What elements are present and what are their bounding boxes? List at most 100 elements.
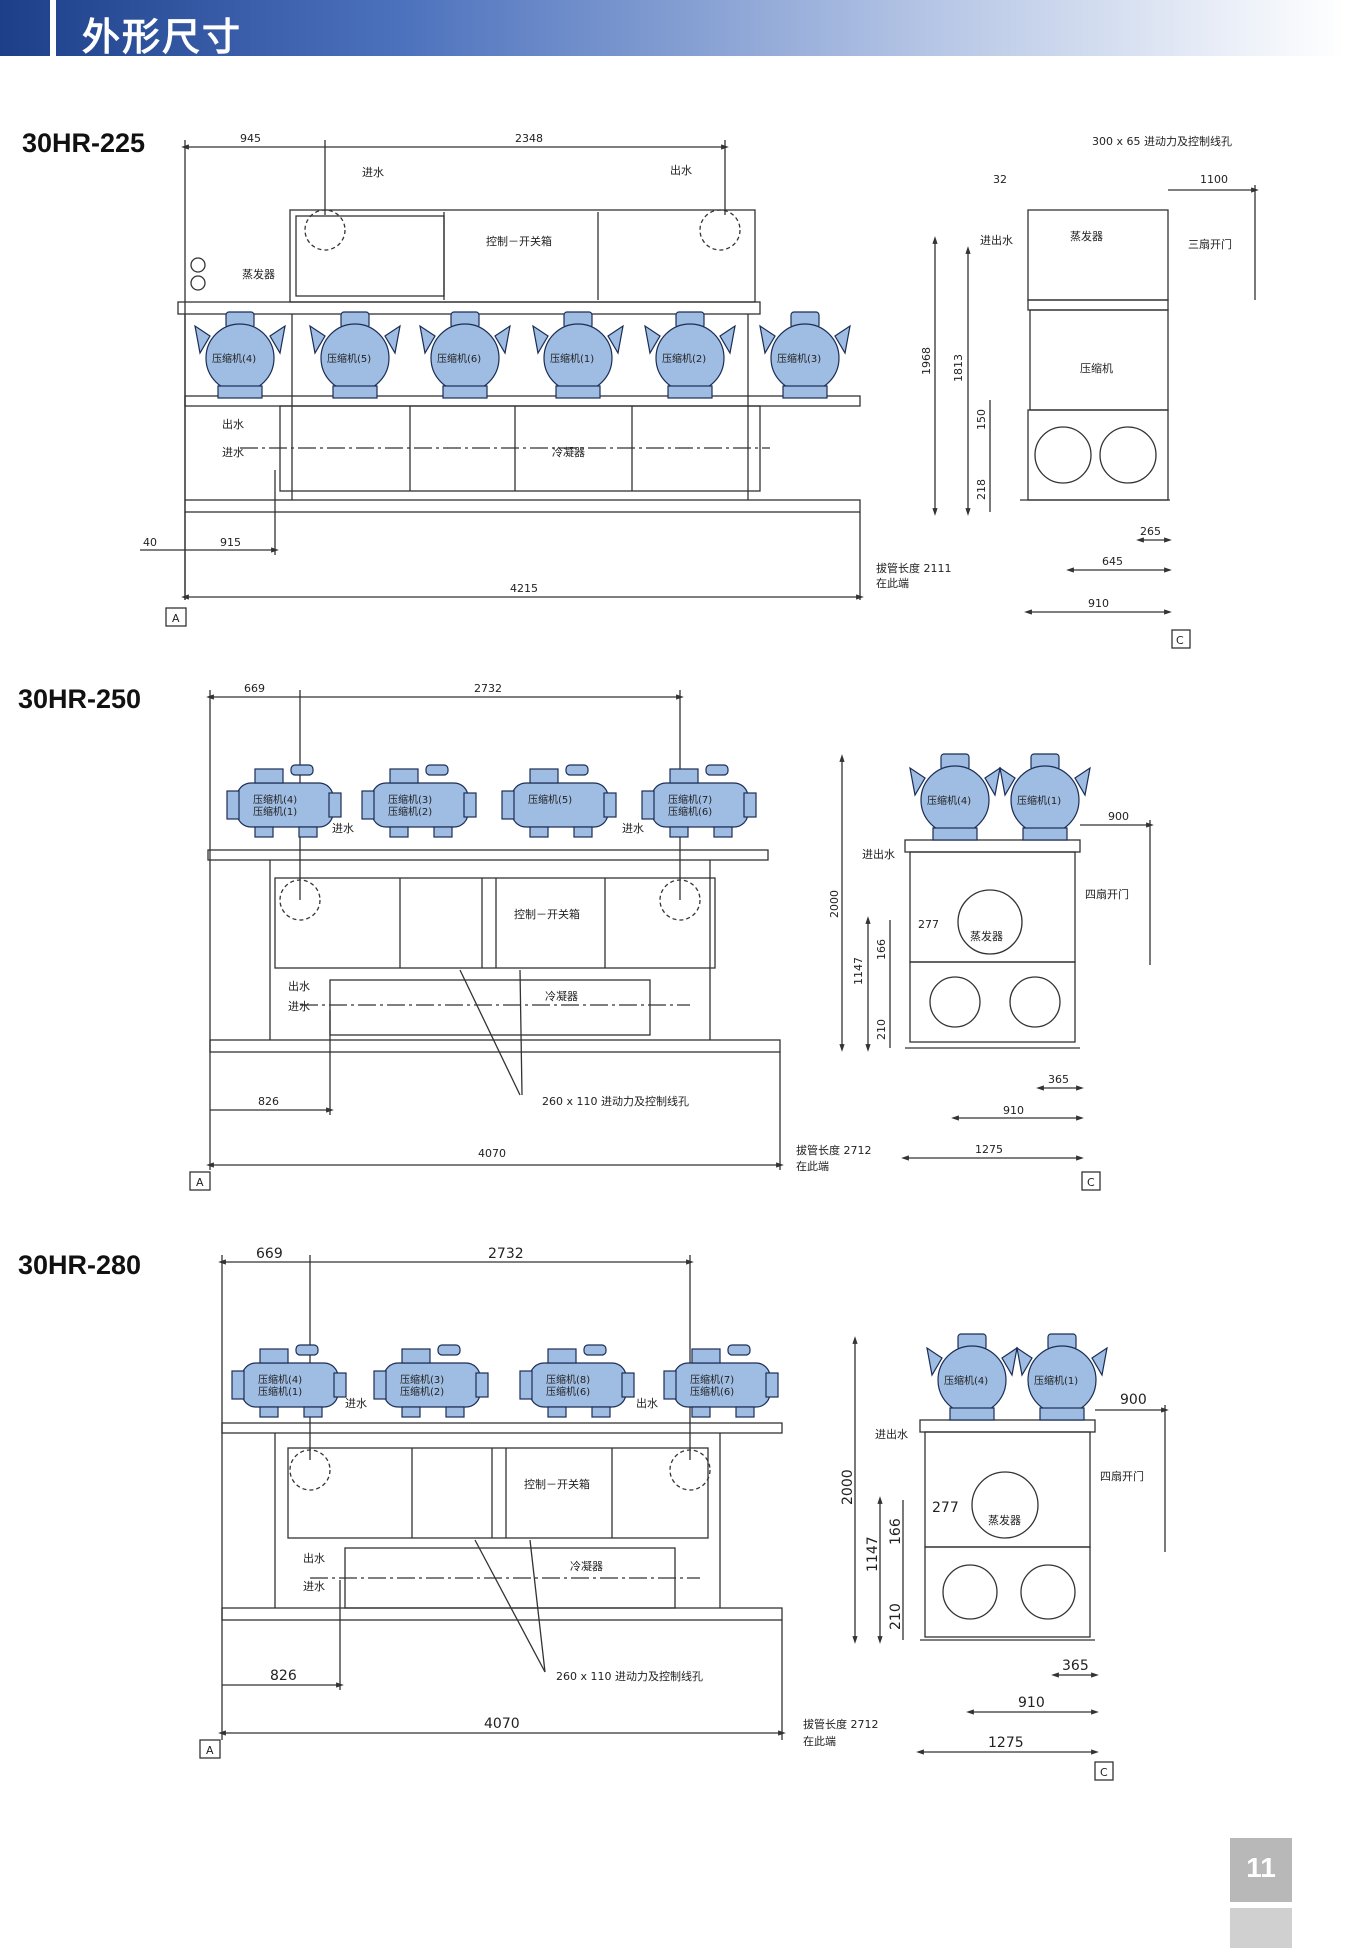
compressor-label: 压缩机(6) — [546, 1385, 590, 1398]
side-view-30hr-250 — [839, 754, 1154, 1191]
compressor-label: 压缩机(7) — [668, 793, 712, 806]
compressors-30hr-280: 压缩机(4)压缩机(1)压缩机(3)压缩机(2)压缩机(8)压缩机(6)压缩机(… — [231, 1344, 779, 1418]
compressor-label: 压缩机(5) — [528, 793, 572, 806]
dim-2000: 2000 — [828, 890, 841, 918]
model-title-30hr-250: 30HR-250 — [18, 684, 142, 714]
compressor-label: 压缩机(6) — [690, 1385, 734, 1398]
dim-669: 669 — [244, 682, 265, 695]
label-evaporator: 蒸发器 — [242, 267, 275, 281]
dim-2732: 2732 — [474, 682, 502, 695]
label-control-box-280: 控制－开关箱 — [524, 1477, 590, 1491]
label-inlet2-250: 进水 — [288, 1000, 310, 1013]
dim-166-280: 166 — [888, 1518, 904, 1545]
compressor-label: 压缩机(8) — [546, 1373, 590, 1386]
compressor-label: 压缩机(4) — [212, 352, 256, 365]
model-title-30hr-225: 30HR-225 — [22, 128, 146, 158]
dim-1147: 1147 — [852, 957, 865, 985]
label-outlet: 出水 — [670, 163, 692, 177]
dim-210: 210 — [875, 1019, 888, 1040]
dim-277: 277 — [918, 918, 939, 931]
front-view-30hr-250 — [189, 690, 784, 1191]
dim-1275-280: 1275 — [988, 1735, 1024, 1751]
compressor-label: 压缩机(1) — [253, 805, 297, 818]
compressor-unit: 压缩机(2) — [644, 311, 736, 399]
dim-669-280: 669 — [256, 1246, 283, 1262]
label-tube-pull-280: 拔管长度 2712 — [803, 1717, 879, 1731]
dim-40: 40 — [143, 536, 157, 549]
label-compressor-side: 压缩机 — [1080, 361, 1113, 375]
dim-2000-280: 2000 — [840, 1469, 856, 1505]
view-marker-a-280: A — [206, 1744, 214, 1757]
side-view-30hr-225 — [932, 185, 1259, 649]
label-inlet: 进水 — [362, 166, 384, 179]
dim-32: 32 — [993, 173, 1007, 186]
label-tube-end: 在此端 — [876, 577, 909, 590]
dim-1147-280: 1147 — [865, 1536, 881, 1572]
header-bar — [0, 0, 1345, 56]
dim-1813: 1813 — [952, 354, 965, 382]
compressor-label: 压缩机(4) — [253, 793, 297, 806]
dim-1275: 1275 — [975, 1143, 1003, 1156]
compressor-unit: 压缩机(4) — [194, 311, 286, 399]
compressor-label: 压缩机(1) — [550, 352, 594, 365]
dim-166: 166 — [875, 939, 888, 960]
label-inlet-a-280: 进水 — [345, 1397, 367, 1410]
label-inlet-a: 进水 — [332, 822, 354, 835]
compressor-unit: 压缩机(4)压缩机(1) — [226, 764, 342, 838]
compressor-unit: 压缩机(1) — [999, 753, 1091, 841]
side-view-30hr-280 — [852, 1336, 1169, 1781]
dim-4070: 4070 — [478, 1147, 506, 1160]
compressor-unit: 压缩机(3) — [759, 311, 851, 399]
compressors-30hr-250: 压缩机(4)压缩机(1)压缩机(3)压缩机(2)压缩机(5)压缩机(7)压缩机(… — [226, 764, 757, 838]
label-control-box: 控制－开关箱 — [486, 234, 552, 248]
dim-2348: 2348 — [515, 132, 543, 145]
dim-218: 218 — [975, 479, 988, 500]
compressor-label: 压缩机(1) — [1034, 1374, 1078, 1387]
page-number-box — [1230, 1838, 1292, 1902]
side-labels-30hr-225: 300 x 65 进动力及控制线孔 32 1100 进出水 蒸发器 三扇开门 压… — [920, 134, 1232, 647]
label-wire-hole-280: 260 x 110 进动力及控制线孔 — [556, 1669, 703, 1683]
compressor-label: 压缩机(1) — [1017, 794, 1061, 807]
compressor-label: 压缩机(4) — [944, 1374, 988, 1387]
compressor-label: 压缩机(3) — [388, 793, 432, 806]
compressor-unit: 压缩机(1) — [532, 311, 624, 399]
view-marker-c-280: C — [1100, 1766, 1108, 1779]
compressors-30hr-225: 压缩机(4)压缩机(5)压缩机(6)压缩机(1)压缩机(2)压缩机(3) — [194, 311, 851, 399]
dim-900: 900 — [1108, 810, 1129, 823]
compressor-unit: 压缩机(1) — [1016, 1333, 1108, 1421]
label-wire-hole-250: 260 x 110 进动力及控制线孔 — [542, 1094, 689, 1108]
dim-945: 945 — [240, 132, 261, 145]
dim-4070-280: 4070 — [484, 1716, 520, 1732]
side-labels-30hr-280: 900 进出水 四扇开门 277 蒸发器 2000 1147 166 210 3… — [840, 1392, 1147, 1779]
label-three-doors: 三扇开门 — [1188, 237, 1232, 251]
front-labels-30hr-280: 669 2732 进水 出水 控制－开关箱 出水 进水 冷凝器 826 260 … — [206, 1246, 879, 1757]
dim-826: 826 — [258, 1095, 279, 1108]
compressor-unit: 压缩机(8)压缩机(6) — [519, 1344, 635, 1418]
dim-915: 915 — [220, 536, 241, 549]
dim-645: 645 — [1102, 555, 1123, 568]
page-number-box-lower — [1230, 1908, 1292, 1948]
front-view-30hr-225 — [140, 140, 864, 627]
label-control-box-250: 控制－开关箱 — [514, 907, 580, 921]
header-stripe — [50, 0, 56, 56]
dim-365-280: 365 — [1062, 1658, 1089, 1674]
label-inlet-b-280: 出水 — [636, 1396, 658, 1410]
dim-150: 150 — [975, 409, 988, 430]
label-evaporator-side: 蒸发器 — [1070, 229, 1103, 243]
label-tube-end-250: 在此端 — [796, 1160, 829, 1173]
side-compressors-30hr-280: 压缩机(4) 压缩机(1) — [926, 1333, 1108, 1421]
label-four-doors-280: 四扇开门 — [1100, 1469, 1144, 1483]
compressor-unit: 压缩机(4) — [926, 1333, 1018, 1421]
label-water-io-250: 进出水 — [862, 847, 895, 861]
compressor-label: 压缩机(4) — [927, 794, 971, 807]
compressor-unit: 压缩机(7)压缩机(6) — [641, 764, 757, 838]
dim-910-250: 910 — [1003, 1104, 1024, 1117]
label-wire-hole: 300 x 65 进动力及控制线孔 — [1092, 134, 1232, 148]
dim-910: 910 — [1088, 597, 1109, 610]
compressor-label: 压缩机(2) — [400, 1385, 444, 1398]
dim-265: 265 — [1140, 525, 1161, 538]
compressor-label: 压缩机(6) — [437, 352, 481, 365]
dim-365: 365 — [1048, 1073, 1069, 1086]
compressor-label: 压缩机(3) — [777, 352, 821, 365]
label-evaporator-side-250: 蒸发器 — [970, 929, 1003, 943]
